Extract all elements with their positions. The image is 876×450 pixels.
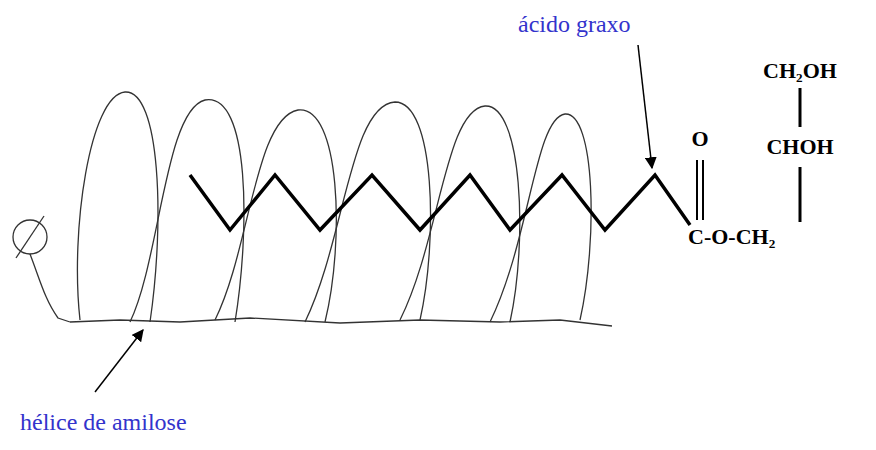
atom-label: O xyxy=(691,128,708,150)
chem-group: C-O-CH₂ xyxy=(688,226,775,248)
chem-group: CHOH xyxy=(766,136,833,158)
end-symbol xyxy=(13,216,70,322)
carbonyl-bond xyxy=(697,160,703,220)
leader-arrow xyxy=(638,45,652,168)
helix-loops xyxy=(77,92,591,322)
fatty-acid-chain xyxy=(190,175,690,230)
callout-label: hélice de amilose xyxy=(20,410,187,434)
chem-group: CH₂OH xyxy=(763,60,837,82)
leader-arrow xyxy=(95,330,143,392)
helix-backbone xyxy=(70,318,612,326)
callout-label: ácido graxo xyxy=(518,12,631,36)
